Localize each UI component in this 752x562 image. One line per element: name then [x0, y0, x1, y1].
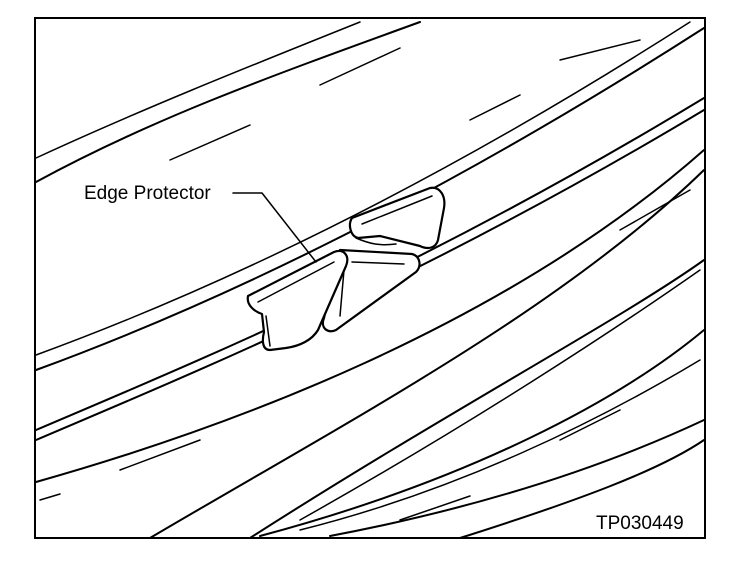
- edge-protector-clips: [246, 186, 446, 352]
- callout-leader: [232, 192, 317, 263]
- figure-code: TP030449: [596, 513, 684, 534]
- callout-label: Edge Protector: [84, 183, 211, 204]
